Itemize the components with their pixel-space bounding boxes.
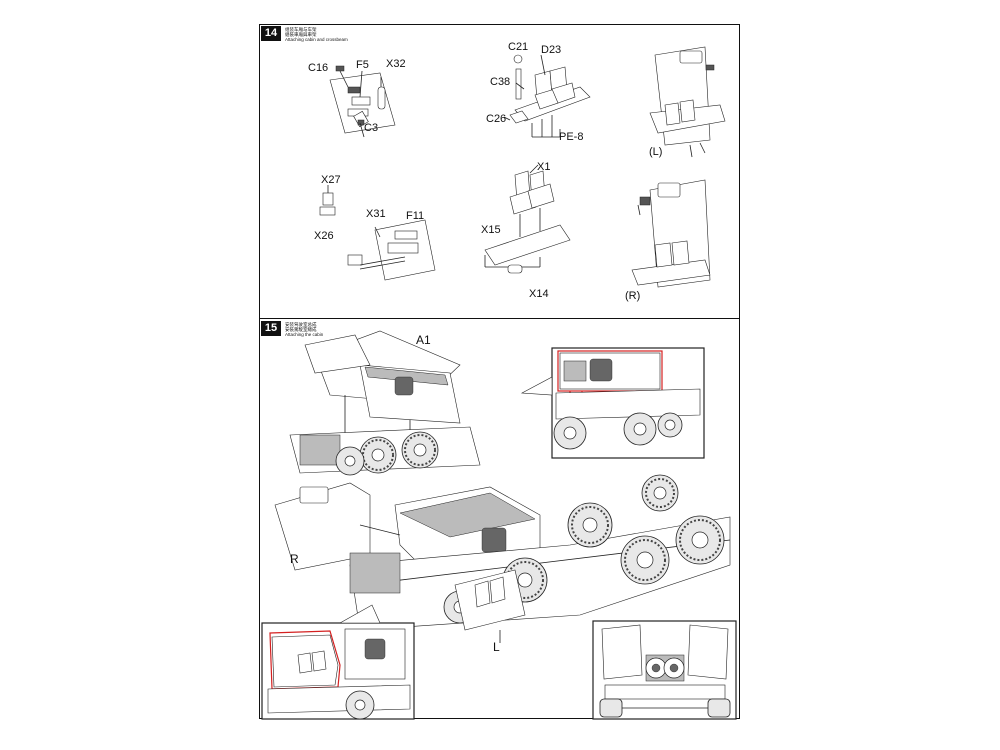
- label-f11: F11: [406, 210, 425, 222]
- label-right-view: (R): [625, 290, 641, 302]
- step-15-caption-zh-1: 安装驾驶室总成: [285, 322, 317, 327]
- step-15-number: 15: [261, 321, 281, 336]
- detail-inset-upper: [520, 347, 705, 459]
- label-d23: D23: [541, 44, 562, 56]
- vehicle-main-assembly: [274, 474, 731, 643]
- label-c21: C21: [508, 41, 529, 53]
- label-x32: X32: [386, 58, 406, 70]
- label-x27: X27: [321, 174, 341, 186]
- label-x15: X15: [481, 224, 501, 236]
- step-14-illustration: [319, 46, 726, 288]
- label-x14: X14: [529, 288, 549, 300]
- label-c3: C3: [364, 122, 379, 134]
- label-f5: F5: [356, 59, 369, 71]
- step-14-caption-zh-1: 组装车厢与车架: [285, 27, 317, 32]
- cabin-right-part: [631, 179, 711, 288]
- label-l: L: [493, 640, 500, 654]
- label-pe-8: PE-8: [559, 131, 584, 143]
- instruction-sheet: 14 组装车厢与车架 組裝車廂與車架 Attaching cabin and c…: [259, 24, 740, 720]
- seat-assembly-x1-part: [484, 164, 571, 274]
- label-left-view: (L): [649, 146, 663, 158]
- rear-view-inset: [592, 620, 737, 720]
- label-x1: X1: [537, 161, 551, 173]
- label-a1: A1: [416, 333, 431, 347]
- step-14-caption-zh-2: 組裝車廂與車架: [285, 32, 317, 37]
- dash-panel-x31-part: [347, 219, 436, 281]
- dashboard-panel-part: [329, 65, 396, 138]
- label-c38: C38: [490, 76, 511, 88]
- step-15-caption-zh-2: 安裝駕駛室總成: [285, 327, 317, 332]
- label-r: R: [290, 552, 299, 566]
- step-15-caption-en: Attaching the cabin: [285, 332, 324, 337]
- cabin-a1-assembly: [289, 330, 481, 476]
- step-14-number: 14: [261, 26, 281, 41]
- step-14-caption-en: Attaching cabin and crossbeam: [285, 37, 348, 42]
- label-x31: X31: [366, 208, 386, 220]
- seat-assembly-part: [503, 54, 591, 138]
- step-15-illustration: [261, 330, 737, 720]
- label-c26: C26: [486, 113, 507, 125]
- label-c16: C16: [308, 62, 329, 74]
- detail-inset-lower: [261, 604, 415, 720]
- label-x26: X26: [314, 230, 334, 242]
- small-bracket-part: [319, 185, 336, 216]
- step-divider: [260, 318, 739, 319]
- cabin-left-part: [649, 46, 726, 158]
